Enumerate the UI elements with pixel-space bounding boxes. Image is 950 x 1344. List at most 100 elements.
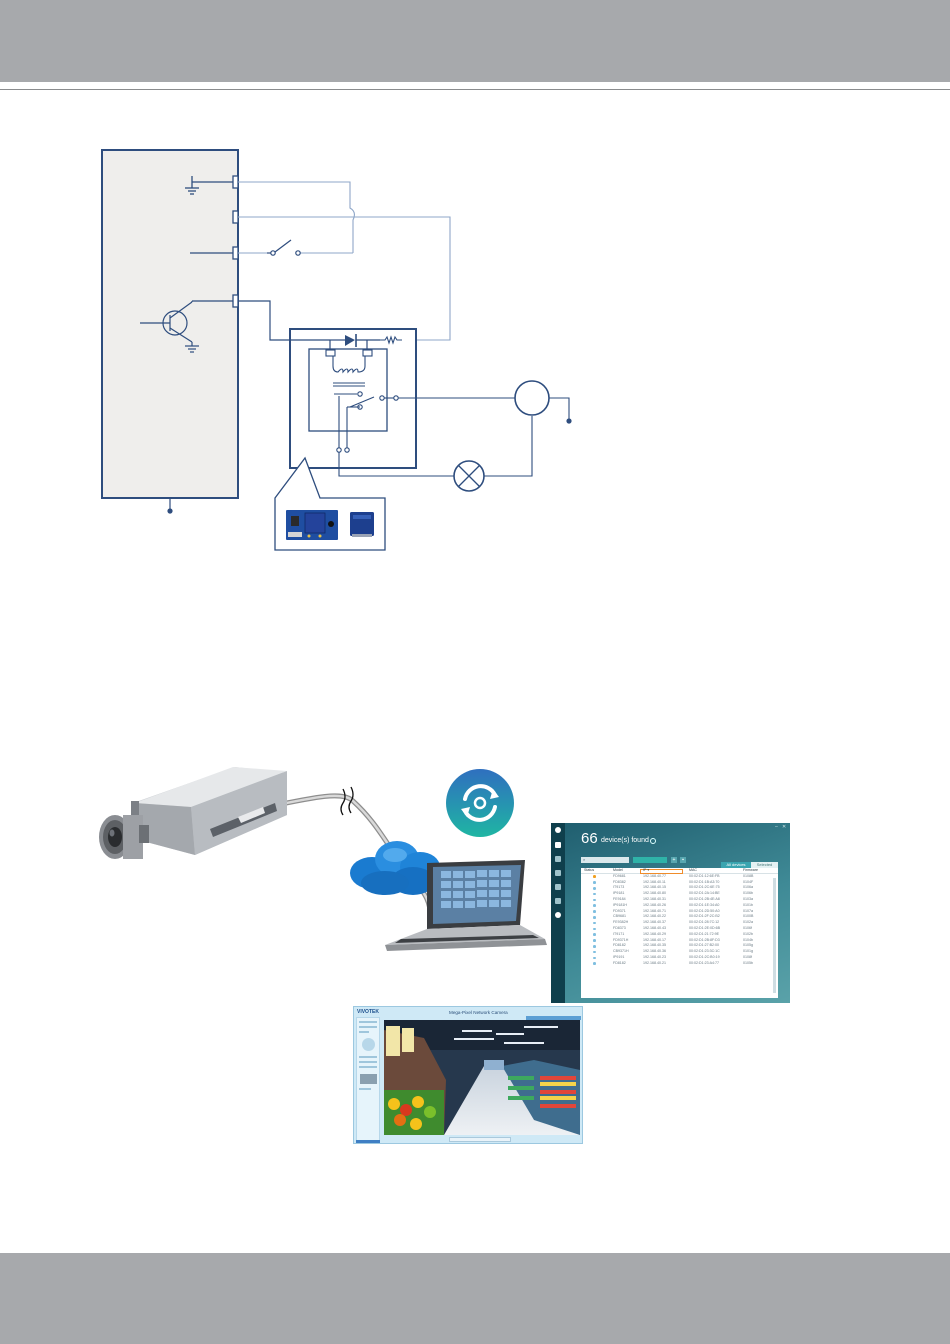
language-selector[interactable] [356, 1140, 380, 1143]
cell-model: FD9371H [613, 937, 629, 942]
ptz-pad-icon[interactable] [362, 1038, 375, 1051]
cell-mac: 00:02:D1:23:3C:1C [689, 949, 720, 954]
terminal-pin-2 [232, 210, 239, 224]
sidebar-item[interactable] [359, 1066, 377, 1068]
device-count: 66 [581, 830, 598, 847]
cell-mac: 00:02:D1:2E:0D:6B [689, 925, 720, 930]
cell-mac: 00:02:D1:2A:14:BE [689, 891, 720, 896]
cell-model: IT9173 [613, 885, 625, 890]
search-input[interactable]: ⌕ [581, 857, 629, 863]
cell-ip: 192.168.40.21 [643, 960, 666, 965]
cell-fw: 0105b [743, 960, 753, 965]
live-video-view[interactable] [384, 1020, 580, 1135]
home-icon[interactable] [555, 842, 561, 848]
page-header-band [0, 0, 950, 82]
cell-model: IP9181H [613, 902, 627, 907]
cell-ip: 192.168.40.43 [643, 925, 666, 930]
status-icon [593, 892, 596, 896]
vast-device-search-window: – ✕ 66 device(s) found ⌕ + ▪ All devices… [551, 823, 790, 1003]
load-wires [338, 397, 570, 477]
status-icon [593, 956, 596, 960]
cell-model: FE9184 [613, 896, 626, 901]
camera-nav-icon[interactable] [555, 856, 561, 862]
vast-logo-icon [555, 827, 561, 833]
status-icon [593, 915, 596, 919]
network-illustration-svg [99, 767, 547, 951]
cell-mac: 00:02:D1:28:7C:12 [689, 920, 720, 925]
tab-selected[interactable]: Selected [751, 862, 778, 868]
column-header-ip[interactable]: IP ▾ [643, 868, 650, 872]
view-toggle-icon[interactable]: ▪ [680, 857, 686, 863]
video-control-bar[interactable] [449, 1137, 511, 1142]
search-nav-icon[interactable] [555, 870, 561, 876]
tab-all-devices[interactable]: All devices [721, 862, 751, 868]
sidebar-item[interactable] [359, 1061, 377, 1063]
table-scrollbar[interactable] [773, 878, 776, 993]
sidebar-item[interactable] [359, 1088, 371, 1090]
column-header-mac[interactable]: MAC [689, 868, 697, 872]
power-wires [238, 181, 451, 341]
cell-fw: 0101b [743, 902, 753, 907]
column-header-firmware[interactable]: Firmware [743, 868, 758, 872]
settings-nav-icon[interactable] [555, 884, 561, 890]
relay-board-photo [286, 510, 338, 540]
cell-model: FD8182 [613, 960, 626, 965]
cell-ip: 192.168.40.11 [643, 879, 666, 884]
cell-ip: 192.168.40.77 [643, 873, 666, 878]
laptop-icon [385, 860, 547, 951]
console-nav-tabs[interactable] [526, 1016, 581, 1020]
minimize-icon[interactable]: – [775, 824, 778, 830]
cell-ip: 192.168.40.23 [643, 954, 666, 959]
status-icon [593, 886, 596, 890]
cell-fw: 0105g [743, 943, 753, 948]
cell-ip: 192.168.40.26 [643, 902, 666, 907]
cell-model: CB9371H [613, 949, 629, 954]
motor-node [566, 418, 572, 424]
info-icon[interactable] [555, 912, 561, 918]
console-title: Mega-Pixel Network Camera [449, 1010, 508, 1015]
cell-fw: 0100B [743, 914, 754, 919]
cable-break-symbol [340, 786, 354, 816]
cell-mac: 00:02:D1:2C:6E:75 [689, 885, 720, 890]
sidebar-item[interactable] [359, 1021, 377, 1023]
terminal-pin-4 [232, 294, 239, 308]
cell-fw: 0101g [743, 949, 753, 954]
sidebar-item[interactable] [359, 1056, 377, 1058]
cell-ip: 192.168.40.17 [643, 937, 666, 942]
close-icon[interactable]: ✕ [782, 824, 787, 830]
add-button[interactable] [633, 857, 667, 863]
camera-web-console: VIVOTEK Mega-Pixel Network Camera [353, 1006, 583, 1144]
list-nav-icon[interactable] [555, 898, 561, 904]
sidebar-item[interactable] [359, 1026, 377, 1028]
column-header-status[interactable]: Status [584, 868, 595, 872]
cell-fw: 0103a [743, 896, 753, 901]
network-setup-illustration: – ✕ 66 device(s) found ⌕ + ▪ All devices… [95, 755, 795, 1150]
column-header-model[interactable]: Model [613, 868, 623, 872]
cell-fw: 0108f [743, 954, 752, 959]
cell-fw: 0106b [743, 891, 753, 896]
add-icon[interactable]: + [671, 857, 677, 863]
box-camera [99, 767, 287, 859]
cell-fw: 0108B [743, 873, 754, 878]
status-icon [593, 927, 596, 931]
cell-mac: 00:02:D1:1B:A3:70 [689, 879, 720, 884]
refresh-icon[interactable] [650, 838, 656, 844]
sidebar-item[interactable] [359, 1031, 369, 1033]
